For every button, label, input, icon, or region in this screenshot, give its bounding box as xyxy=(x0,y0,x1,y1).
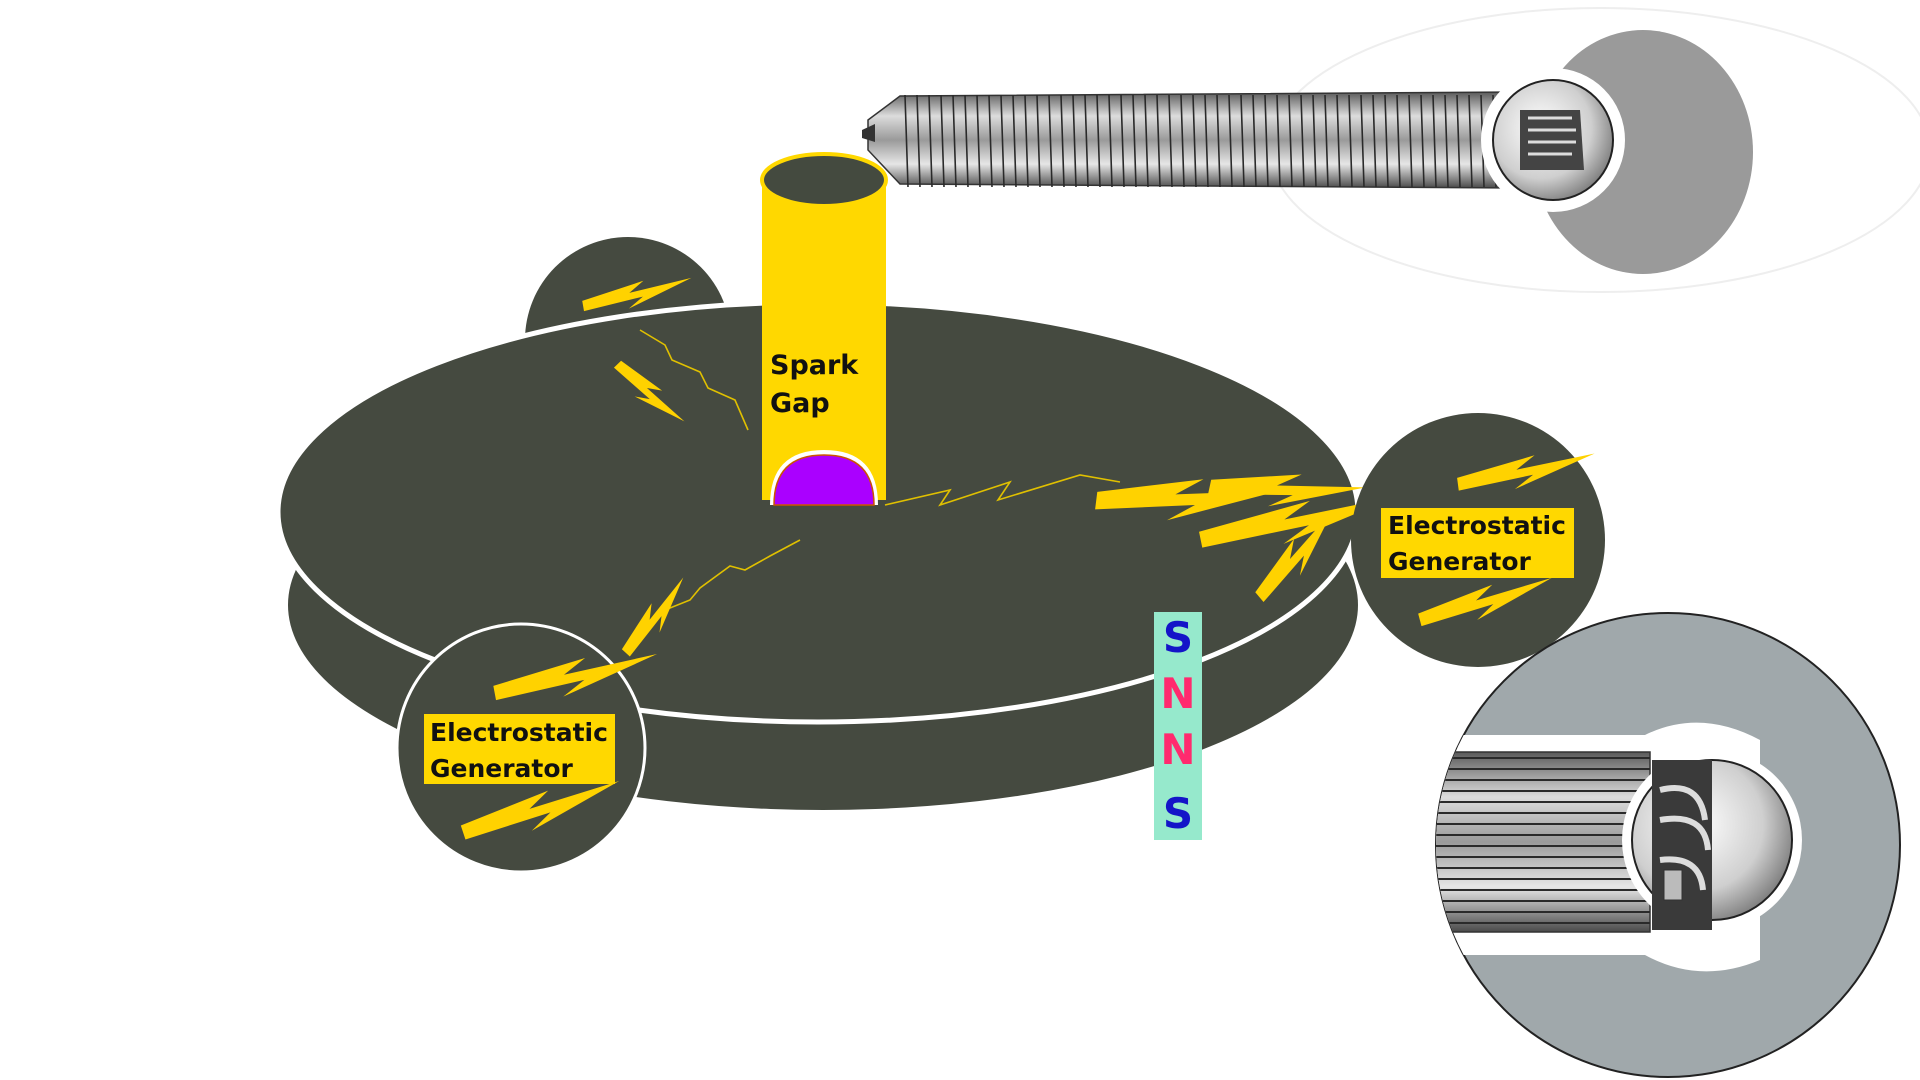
magnet-pole-2: N xyxy=(1160,669,1195,718)
coil-ring xyxy=(1324,94,1329,188)
coil-ring xyxy=(1432,94,1437,188)
magnet-pole-3: N xyxy=(1160,725,1195,774)
magnet-stack: S N N S xyxy=(1154,612,1202,840)
coil-ring xyxy=(1216,94,1221,188)
top-coil-illustration xyxy=(862,7,1920,293)
magnet-bar xyxy=(1154,612,1202,840)
coil-ring xyxy=(1228,94,1233,188)
magnified-coil-insert xyxy=(1435,612,1901,1078)
coil-ring xyxy=(1036,94,1041,188)
discharge-paths xyxy=(639,329,1121,613)
coil-ring xyxy=(1288,94,1293,188)
coil-ring xyxy=(1168,94,1173,188)
coil-ring xyxy=(1060,94,1065,188)
coil-ring xyxy=(1252,94,1257,188)
coil-ring xyxy=(1072,94,1077,188)
coil-ring xyxy=(1360,94,1365,188)
coil-ring xyxy=(1048,94,1053,188)
coil-ring xyxy=(1408,94,1413,188)
coil-ring xyxy=(1108,94,1113,188)
coil-ring xyxy=(916,94,921,188)
coil-ring xyxy=(1372,94,1377,188)
coil-ring xyxy=(1420,94,1425,188)
coil-ring xyxy=(1300,94,1305,188)
coil-ring xyxy=(1264,94,1269,188)
coil-ring xyxy=(1084,94,1089,188)
generator-right-label-bg xyxy=(1381,508,1574,578)
coil-ring xyxy=(940,94,945,188)
coil-ring xyxy=(1144,94,1149,188)
coil-ring xyxy=(1312,94,1317,188)
spark-gap-top-cap xyxy=(760,152,888,208)
coil-ring xyxy=(1180,94,1185,188)
coil-ring xyxy=(1468,94,1473,188)
coil-ring xyxy=(1000,94,1005,188)
coil-ring xyxy=(1348,94,1353,188)
generator-left-label-line2: Generator xyxy=(430,754,574,783)
spark-gap-label-line2: Gap xyxy=(770,388,830,419)
generator-right-label-line1: Electrostatic xyxy=(1388,511,1566,540)
coil-ring xyxy=(1444,94,1449,188)
generator-left-label-bg xyxy=(424,714,615,784)
coil-ring xyxy=(1336,94,1341,188)
magnet-pole-1: S xyxy=(1163,613,1193,662)
coil-ring xyxy=(928,94,933,188)
spark-gap: Spark Gap xyxy=(760,152,888,506)
coil-ring xyxy=(1024,94,1029,188)
coil-ring xyxy=(904,94,909,188)
coil-ring xyxy=(988,94,993,188)
generator-right-label-line2: Generator xyxy=(1388,547,1532,576)
coil-ring xyxy=(952,94,957,188)
spark-gap-label-line1: Spark xyxy=(770,350,859,381)
coil-ring xyxy=(1384,94,1389,188)
coil-ring xyxy=(1096,94,1101,188)
spark-dome xyxy=(773,454,875,506)
coil-ring xyxy=(1240,94,1245,188)
coil-ring xyxy=(1276,94,1281,188)
coil-ring xyxy=(1456,94,1461,188)
coil-ring xyxy=(1156,94,1161,188)
coil-ring xyxy=(1204,94,1209,188)
coil-ring xyxy=(964,94,969,188)
coil-ring xyxy=(1012,94,1017,188)
generator-left-label-line1: Electrostatic xyxy=(430,718,608,747)
coil-ring xyxy=(1396,94,1401,188)
coil-ring xyxy=(976,94,981,188)
generator-right: Electrostatic Generator xyxy=(1351,413,1605,667)
magnet-pole-4: S xyxy=(1163,789,1193,838)
coil-ring xyxy=(1120,94,1125,188)
coil-ring xyxy=(1192,94,1197,188)
coil-ring xyxy=(1132,94,1137,188)
generator-left: Electrostatic Generator xyxy=(395,622,664,874)
